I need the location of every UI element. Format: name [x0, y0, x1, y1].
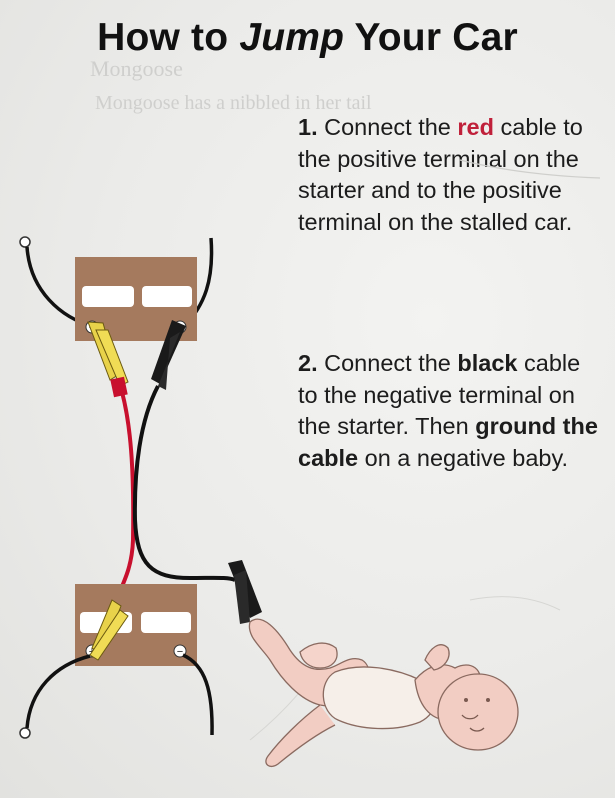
step-1-number: 1. [298, 114, 318, 140]
yellow-clamp-top [87, 321, 129, 398]
baby-hand [424, 644, 450, 671]
baby-head [437, 673, 519, 751]
baby-illustration [248, 618, 519, 768]
faint-sketch-line [459, 159, 601, 179]
red-cable [110, 391, 136, 611]
faint-background-text: Mongoose [90, 56, 183, 81]
black-cable [132, 385, 236, 582]
step-2-black-word: black [457, 350, 518, 376]
step-2-instructions: 2. Connect the black cable to the negati… [298, 348, 598, 474]
step-2-text-a: Connect the [317, 350, 458, 376]
baby-leg-lower [265, 704, 336, 768]
starter-cable-bottom-left [25, 654, 91, 729]
battery-bottom-minus-terminal [173, 644, 187, 658]
step-1-text-b: cable to the positive terminal on the st… [298, 114, 583, 235]
starter-cable-bottom-right [182, 653, 214, 736]
baby-diaper [322, 666, 436, 730]
page-title: How to Jump Your Car [0, 16, 615, 60]
battery-top-cell-left [82, 286, 134, 307]
black-clamp-baby [228, 560, 262, 624]
terminal-ring-top [19, 236, 31, 248]
title-emphasis: Jump [239, 16, 345, 59]
yellow-clamp-bottom [89, 599, 129, 661]
black-clamp-top [151, 320, 186, 390]
step-2-text-b: cable to the negative terminal on the st… [298, 350, 581, 439]
step-1-red-word: red [457, 114, 494, 140]
faint-background-text-2: Mongoose has a nibbled in her tail [95, 92, 372, 114]
terminal-ring-bottom [19, 727, 31, 739]
step-1-text-a: Connect the [317, 114, 458, 140]
step-1-instructions: 1. Connect the red cable to the positive… [298, 112, 598, 238]
battery-bottom-minus-label: − [177, 646, 183, 658]
battery-bottom-cell-right [141, 612, 191, 633]
title-suffix: Your Car [344, 16, 518, 59]
step-2-number: 2. [298, 350, 318, 376]
step-2-text-c: on a negative baby. [358, 444, 569, 471]
title-prefix: How to [97, 16, 240, 59]
step-2-ground-word: ground the cable [298, 413, 598, 471]
battery-top-cell-right [142, 286, 192, 307]
